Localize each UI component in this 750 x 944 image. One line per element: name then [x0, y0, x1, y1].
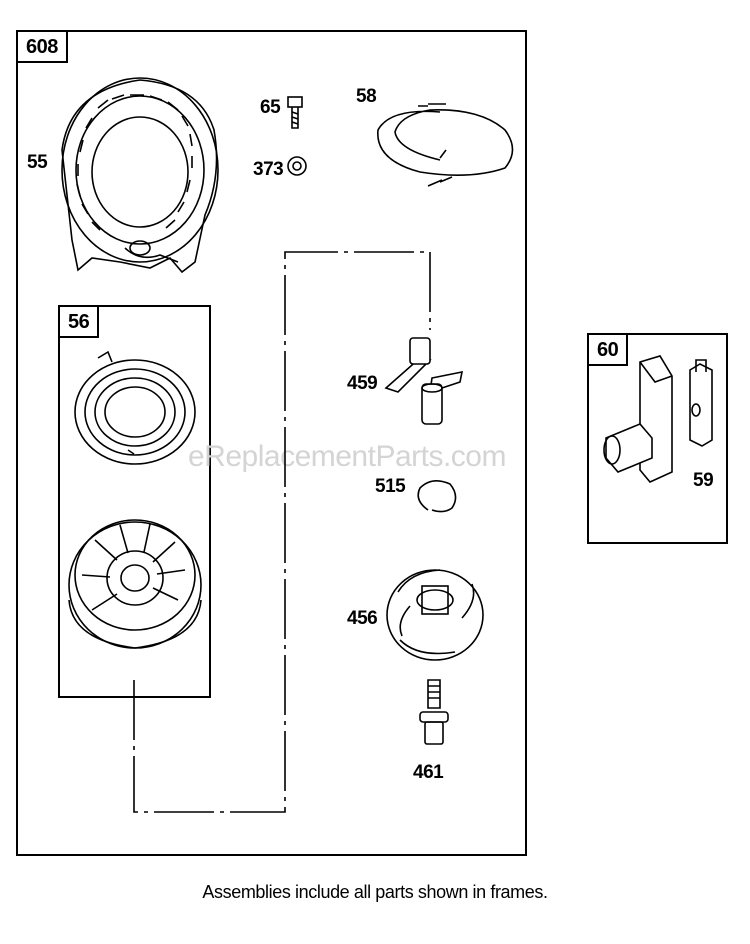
part-number-459: 459	[347, 373, 378, 394]
watermark: eReplacementParts.com	[188, 440, 506, 473]
handle-icon	[603, 355, 673, 483]
frame-label-60: 60	[589, 335, 629, 366]
part-number-58: 58	[356, 86, 377, 107]
part-number-55: 55	[27, 152, 48, 173]
footnote-caption: Assemblies include all parts shown in fr…	[202, 882, 548, 902]
screw-icon	[419, 679, 449, 745]
handle-assembly-frame: 60	[587, 333, 728, 544]
frame-label-56: 56	[60, 307, 100, 338]
cup-icon	[386, 569, 484, 661]
spring-icon	[74, 350, 196, 465]
insert-icon	[689, 359, 713, 447]
pulley-icon	[68, 519, 202, 649]
rope-icon	[377, 103, 514, 187]
dog-icon	[384, 337, 464, 425]
frame-label-608: 608	[18, 32, 68, 63]
part-number-65: 65	[260, 97, 281, 118]
part-number-461: 461	[413, 762, 444, 783]
retainer-ring-icon	[417, 480, 457, 513]
part-number-373: 373	[253, 159, 284, 180]
main-assembly-frame: 608	[16, 30, 527, 856]
recoil-assembly-frame: 56	[58, 305, 211, 698]
blower-housing-icon	[61, 77, 219, 274]
bolt-icon	[287, 96, 303, 129]
part-number-515: 515	[375, 476, 406, 497]
nut-icon	[287, 156, 307, 176]
part-number-59: 59	[693, 470, 714, 491]
connector-lines	[133, 251, 431, 813]
part-number-456: 456	[347, 608, 378, 629]
